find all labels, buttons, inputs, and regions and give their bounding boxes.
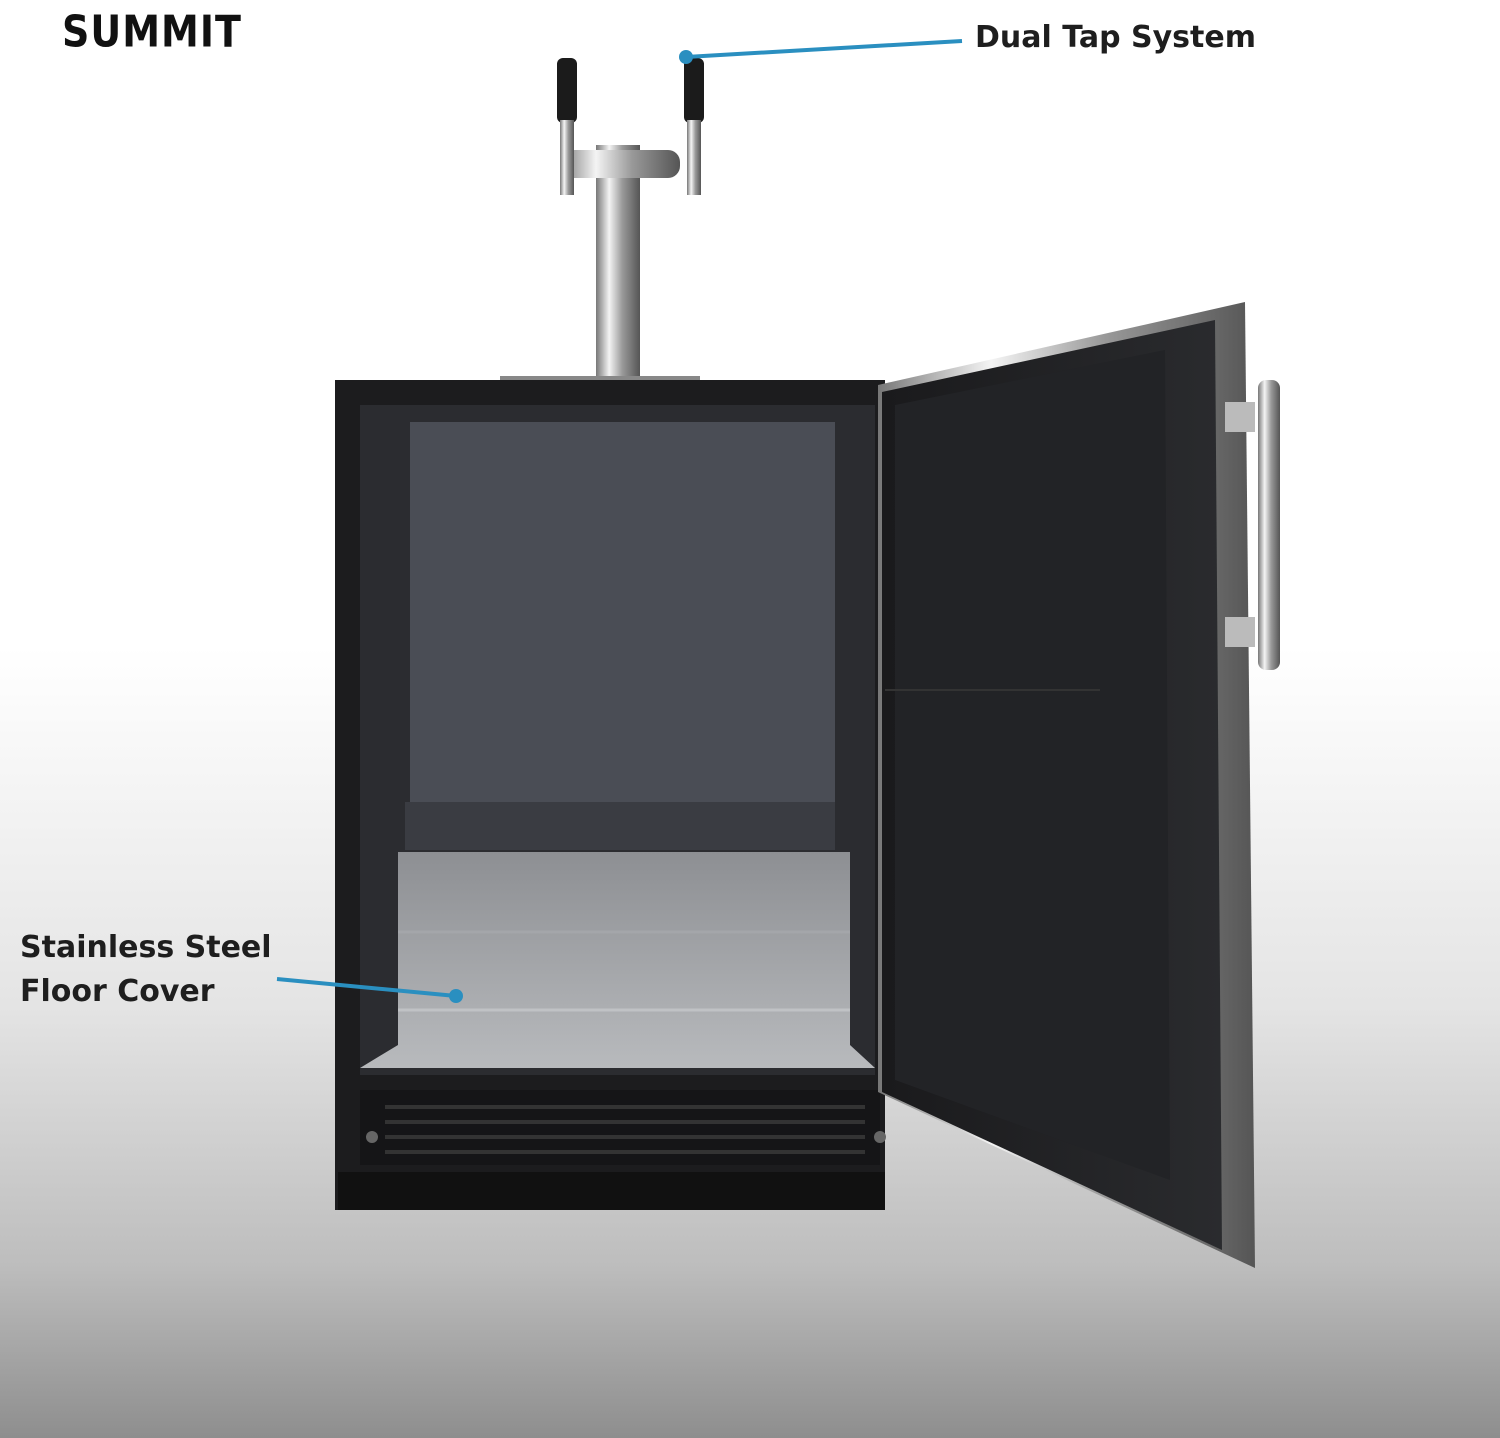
door-handle: [1258, 380, 1280, 670]
stainless-floor-cover: [360, 852, 875, 1068]
floor-cover-label: Stainless Steel Floor Cover: [20, 926, 272, 1014]
floor-cover-callout-line: [276, 977, 457, 998]
interior-back-panel: [410, 422, 835, 802]
floor-cover-label-line1: Stainless Steel: [20, 930, 272, 965]
dual-tap-callout-line: [685, 39, 963, 59]
floor-cover-label-line2: Floor Cover: [20, 974, 215, 1009]
dual-tap-system-label: Dual Tap System: [975, 20, 1256, 55]
tap-tower: [500, 58, 704, 384]
front-grille: [360, 1090, 886, 1165]
open-door: [878, 302, 1280, 1268]
summit-logo: SUMMIT: [62, 6, 242, 57]
